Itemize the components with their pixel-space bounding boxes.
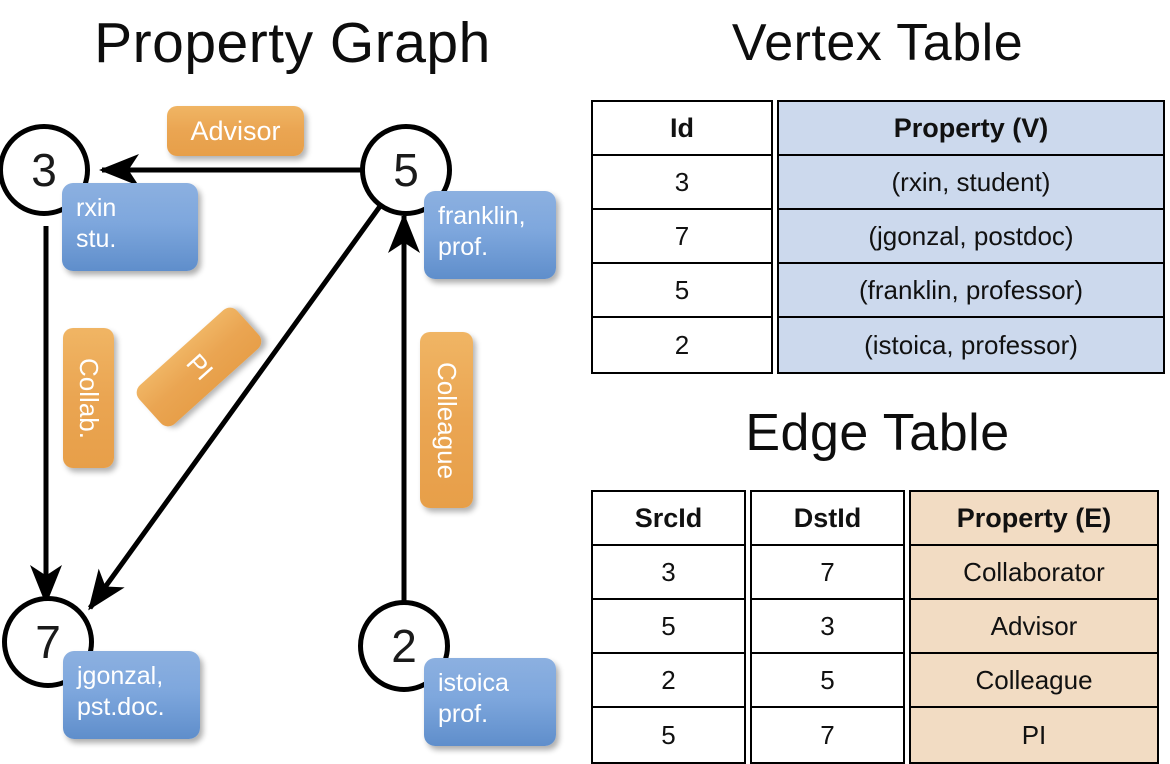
edge-label-collab-text: Collab. bbox=[74, 357, 104, 439]
vertex-property-callout-2: istoica prof. bbox=[424, 658, 556, 746]
vertex-table-header-property: Property (V) bbox=[779, 102, 1163, 156]
edge-table-header-dstid: DstId bbox=[752, 492, 903, 546]
table-row: 5 bbox=[661, 719, 676, 750]
vertex-property-callout-5: franklin, prof. bbox=[424, 191, 556, 279]
page-title-property-graph: Property Graph bbox=[94, 11, 491, 75]
edge-label-collab: Collab. bbox=[63, 328, 114, 468]
table-row: Collaborator bbox=[911, 546, 1157, 600]
edge-table-header-srcid: SrcId bbox=[593, 492, 744, 546]
graph-node-3-label: 3 bbox=[31, 144, 57, 196]
graph-node-7-label: 7 bbox=[35, 616, 61, 668]
vertex-property-3-line-2: stu. bbox=[76, 225, 117, 253]
table-row: 7 bbox=[820, 719, 835, 750]
vertex-property-2-line-1: istoica bbox=[438, 669, 509, 697]
table-row: 5 bbox=[593, 600, 744, 654]
table-row: (istoica, professor) bbox=[779, 318, 1163, 372]
vertex-table-column-id: Id 3 7 5 2 bbox=[591, 100, 773, 374]
table-row: 2 bbox=[593, 654, 744, 708]
table-row: 5 bbox=[593, 264, 771, 318]
property-graph-diagram: 3 5 7 2 rxin stu. franklin, prof. jgonza… bbox=[0, 88, 585, 760]
table-row: (rxin, student) bbox=[779, 156, 1163, 210]
edge-5-to-7-pi bbox=[87, 196, 389, 611]
vertex-property-7-line-2: pst.doc. bbox=[77, 693, 165, 721]
vertex-property-callout-3: rxin stu. bbox=[62, 183, 198, 271]
section-title-edge-table: Edge Table bbox=[745, 404, 1010, 462]
edge-label-advisor: Advisor bbox=[167, 106, 304, 156]
vertex-property-3-line-1: rxin bbox=[76, 194, 117, 222]
vertex-table-header-id: Id bbox=[593, 102, 771, 156]
table-row: 2 bbox=[674, 329, 690, 360]
vertex-property-7-line-1: jgonzal, bbox=[77, 662, 164, 690]
edge-table: SrcId 3 5 2 5 DstId 7 3 5 7 Property (E)… bbox=[591, 490, 1159, 764]
table-row: (franklin, professor) bbox=[779, 264, 1163, 318]
edge-table-column-srcid: SrcId 3 5 2 5 bbox=[591, 490, 746, 764]
edge-label-colleague-text: Colleague bbox=[432, 361, 462, 479]
graph-edges-layer bbox=[30, 154, 420, 616]
edge-table-column-property: Property (E) Collaborator Advisor Collea… bbox=[909, 490, 1159, 764]
table-row: Colleague bbox=[911, 654, 1157, 708]
edge-label-pi-text: PI bbox=[179, 347, 219, 386]
vertex-table-column-property: Property (V) (rxin, student) (jgonzal, p… bbox=[777, 100, 1165, 374]
vertex-property-5-line-1: franklin, bbox=[438, 202, 526, 230]
table-row: 3 bbox=[752, 600, 903, 654]
table-row: PI bbox=[911, 708, 1157, 762]
graph-node-3[interactable]: 3 bbox=[0, 124, 90, 216]
edge-label-advisor-text: Advisor bbox=[190, 115, 281, 146]
graph-node-5-label: 5 bbox=[393, 144, 419, 196]
graph-node-2-label: 2 bbox=[391, 620, 417, 672]
edge-table-header-property: Property (E) bbox=[911, 492, 1157, 546]
table-row: 7 bbox=[593, 210, 771, 264]
vertex-table: Id 3 7 5 2 Property (V) (rxin, student) … bbox=[591, 100, 1165, 374]
edge-table-column-dstid: DstId 7 3 5 7 bbox=[750, 490, 905, 764]
table-row: (jgonzal, postdoc) bbox=[779, 210, 1163, 264]
table-row: 7 bbox=[752, 546, 903, 600]
edge-label-colleague: Colleague bbox=[420, 332, 473, 508]
vertex-property-callout-7: jgonzal, pst.doc. bbox=[63, 651, 200, 739]
vertex-property-5-line-2: prof. bbox=[438, 233, 489, 261]
graph-node-5[interactable]: 5 bbox=[360, 124, 452, 216]
table-row: 3 bbox=[593, 156, 771, 210]
vertex-property-2-line-2: prof. bbox=[438, 700, 489, 728]
table-row: 5 bbox=[752, 654, 903, 708]
table-row: Advisor bbox=[911, 600, 1157, 654]
section-title-vertex-table: Vertex Table bbox=[731, 14, 1024, 72]
table-row: 3 bbox=[593, 546, 744, 600]
